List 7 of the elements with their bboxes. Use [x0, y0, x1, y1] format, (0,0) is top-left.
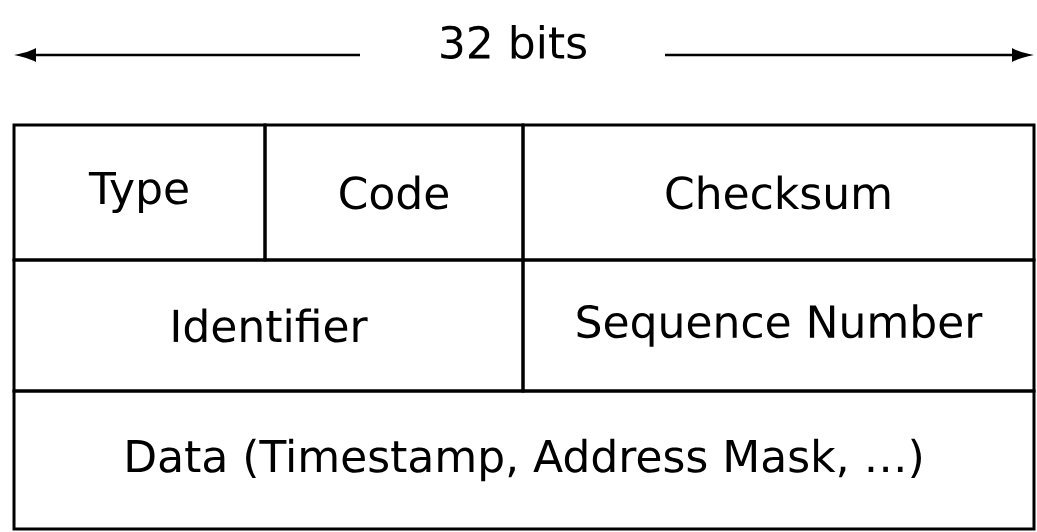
field-cell: Type: [12, 123, 267, 262]
field-cell: Identifier: [12, 258, 525, 393]
field-cell: Data (Timestamp, Address Mask, …): [12, 389, 1036, 531]
dimension-label: 32 bits: [441, 24, 586, 59]
field-cell: Checksum: [521, 123, 1036, 262]
field-cell: Sequence Number: [521, 258, 1036, 393]
field-cell: Code: [263, 123, 525, 262]
